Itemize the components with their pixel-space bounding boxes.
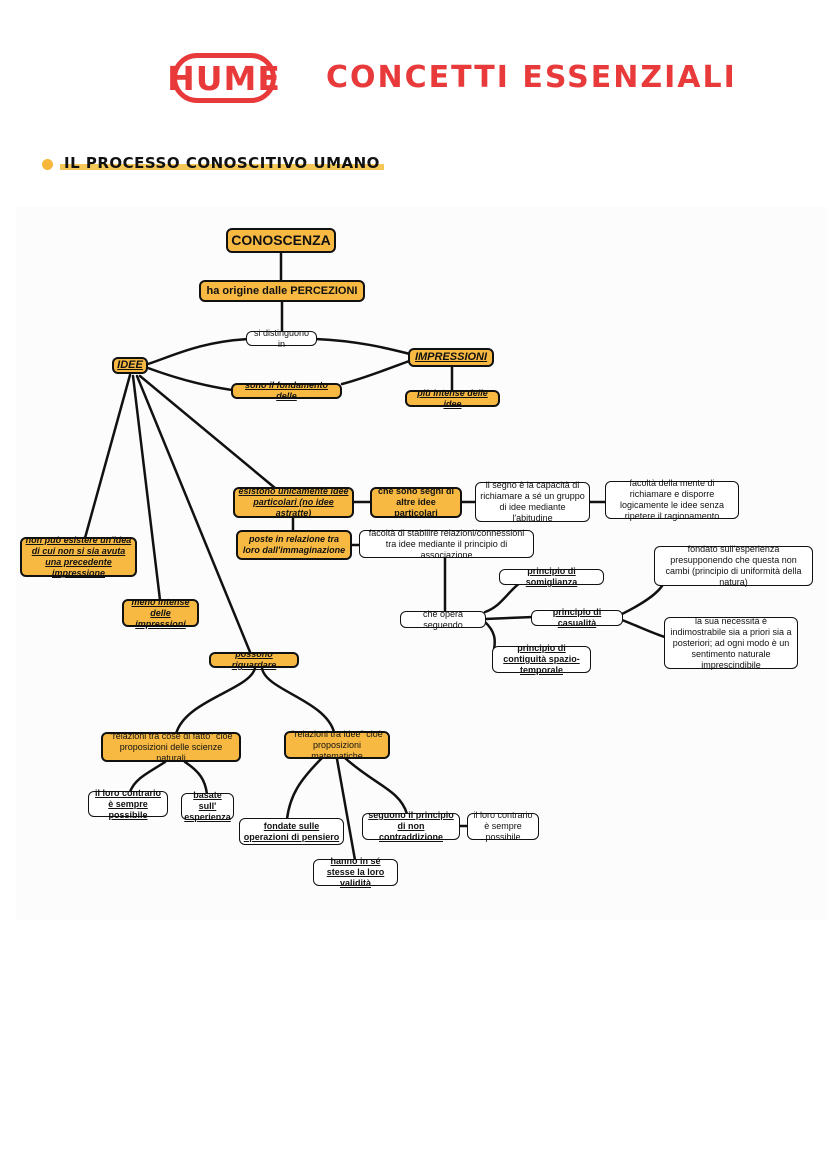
page-title: HUME xyxy=(167,58,281,98)
node-relazioni-fatto: "relazioni tra cose di fatto" cioè propo… xyxy=(101,731,241,763)
link-idee-seguono xyxy=(343,756,409,816)
node-contiguita: principio di contiguità spazio-temporale xyxy=(492,643,591,675)
node-relazioni-idee: "relazioni tra idee" cioè proposizioni m… xyxy=(284,729,390,761)
link-idee-esistono xyxy=(138,374,277,490)
node-meno-intense: meno intense delle impressioni xyxy=(122,597,199,629)
link-opera-contiguita xyxy=(483,620,497,652)
page-header: HUME CONCETTI ESSENZIALI IL PROCESSO CON… xyxy=(0,0,828,210)
node-conoscenza: CONOSCENZA xyxy=(226,228,336,253)
node-segni: che sono segni di altre idee particolari xyxy=(370,486,462,518)
link-riguardare-idee xyxy=(260,666,336,734)
node-intense: più intense delle idee xyxy=(405,388,500,409)
node-somiglianza: principio di somiglianza xyxy=(499,566,604,587)
link-fatto-basate xyxy=(183,760,209,796)
node-facolta-mente: facoltà della mente di richiamare e disp… xyxy=(605,478,739,521)
node-casualita: principio di casualità xyxy=(531,607,623,628)
node-contrario-2: il loro contrario è sempre possibile xyxy=(467,810,539,842)
section-title: IL PROCESSO CONOSCITIVO UMANO xyxy=(60,154,384,172)
link-casualita-necessita xyxy=(620,618,667,639)
link-impressioni-fondamento xyxy=(340,358,414,386)
node-fondato: fondato sull'esperienza presupponendo ch… xyxy=(654,544,813,587)
node-impressioni: IMPRESSIONI xyxy=(408,348,494,367)
node-poste: poste in relazione tra loro dall'immagin… xyxy=(236,530,352,560)
node-seguono: seguono il principio di non contraddizio… xyxy=(362,810,460,842)
node-idee: IDEE xyxy=(112,357,148,374)
node-hanno: hanno in sé stesse la loro validità xyxy=(313,856,398,888)
node-distinguono: si distinguono in xyxy=(246,328,317,349)
node-contrario-1: il loro contrario è sempre possibile xyxy=(88,788,168,820)
node-origine: ha origine dalle PERCEZIONI xyxy=(199,280,365,302)
link-distinguono-impressioni xyxy=(314,337,412,356)
node-esistono: esistono unicamente idee particolari (no… xyxy=(233,486,354,518)
link-idee-fondamento xyxy=(146,366,234,392)
node-segno: il segno è la capacità di richiamare a s… xyxy=(475,480,590,523)
node-necessita: la sua necessità è indimostrabile sia a … xyxy=(664,616,798,670)
node-facolta-relazioni: facoltà di stabilire relazioni/connessio… xyxy=(359,528,534,560)
link-idee-riguardare xyxy=(135,374,252,654)
link-idee-hanno xyxy=(335,757,357,862)
node-opera: che opera seguendo xyxy=(400,609,486,630)
link-riguardare-fatto xyxy=(174,666,257,736)
link-distinguono-idee xyxy=(146,337,250,366)
node-fondate: fondate sulle operazioni di pensiero xyxy=(239,818,344,845)
node-riguardare: possono riguardare xyxy=(209,649,299,670)
link-idee-meno xyxy=(131,374,162,602)
title-badge: HUME xyxy=(167,53,280,103)
bullet-icon xyxy=(42,159,53,170)
link-idee-fondate xyxy=(285,756,324,821)
link-idee-nonpuo xyxy=(83,373,132,540)
node-non-puo: non può esistere un'idea di cui non si s… xyxy=(20,535,137,578)
node-basate: basate sull' esperienza xyxy=(181,790,234,822)
link-opera-casualita xyxy=(483,615,535,621)
page-subtitle: CONCETTI ESSENZIALI xyxy=(326,60,737,95)
link-fatto-contrario xyxy=(128,760,167,794)
node-fondamento: sono il fondamento delle xyxy=(231,380,342,401)
link-casualita-fondato xyxy=(620,584,664,616)
